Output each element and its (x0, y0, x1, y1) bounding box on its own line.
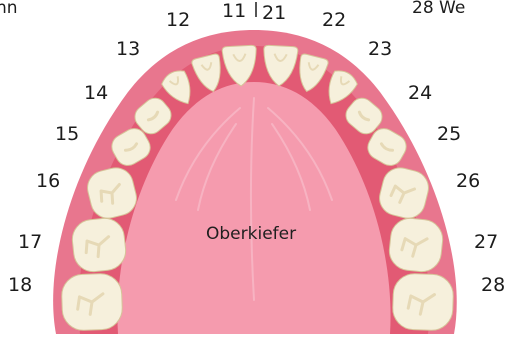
tooth-label-24: 24 (408, 82, 432, 104)
tooth-label-18: 18 (8, 274, 32, 296)
tooth-27 (387, 216, 444, 273)
tooth-18 (61, 273, 123, 331)
tooth-label-11: 11 (222, 0, 246, 22)
tooth-label-13: 13 (116, 38, 140, 60)
tooth-label-22: 22 (322, 9, 346, 31)
tooth-label-25: 25 (437, 123, 461, 145)
tooth-label-16: 16 (36, 170, 60, 192)
clipped-right-text: 28 We (412, 0, 465, 18)
tooth-label-17: 17 (18, 231, 42, 253)
tooth-17 (70, 216, 127, 273)
tooth-label-27: 27 (474, 231, 498, 253)
tooth-28 (392, 273, 454, 331)
tooth-label-12: 12 (166, 9, 190, 31)
tooth-label-15: 15 (55, 123, 79, 145)
tooth-label-21: 21 (262, 2, 286, 24)
tooth-label-23: 23 (368, 38, 392, 60)
clipped-left-text: hn (0, 0, 18, 18)
tooth-label-14: 14 (84, 82, 108, 104)
tooth-label-28: 28 (481, 274, 505, 296)
tooth-label-26: 26 (456, 170, 480, 192)
jaw-label: Oberkiefer (206, 224, 296, 244)
